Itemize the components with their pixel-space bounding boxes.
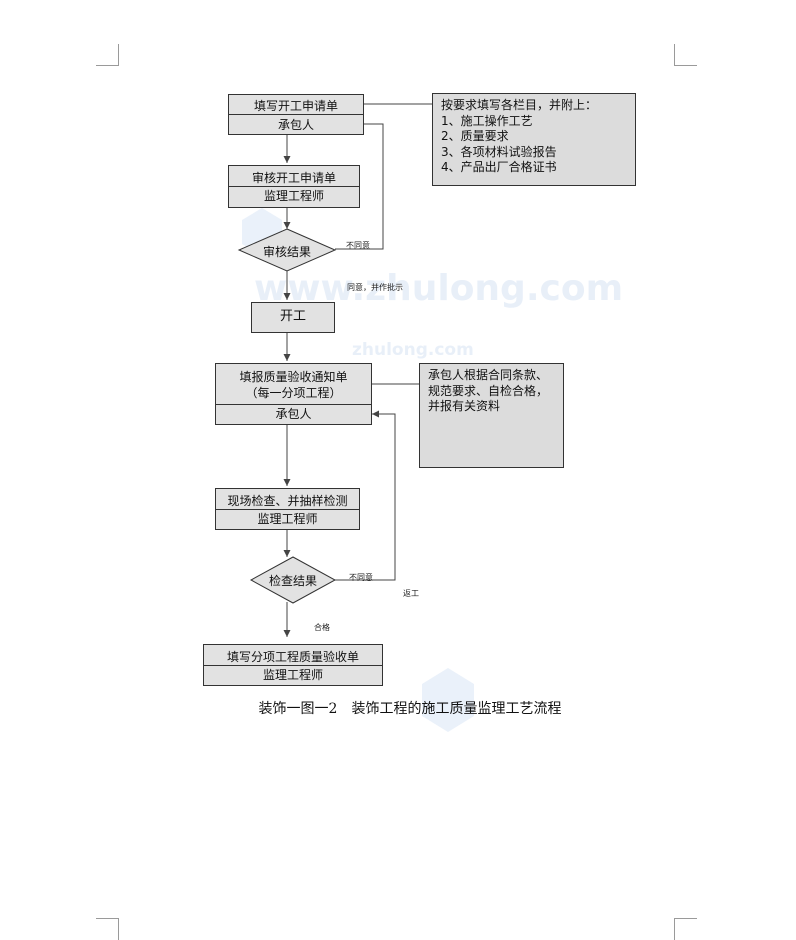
review-role: 监理工程师: [263, 189, 324, 203]
final-title: 填写分项工程质量验收单: [226, 650, 359, 664]
final-box: 填写分项工程质量验收单 监理工程师: [203, 644, 383, 686]
decision-diamond-2: [249, 556, 337, 604]
note-contractor: 承包人根据合同条款、 规范要求、自检合格， 并报有关资料: [419, 363, 564, 468]
note-line: 规范要求、自检合格，: [428, 383, 549, 398]
divider: [216, 509, 359, 510]
agree-label: 同意，并作批示: [347, 283, 403, 292]
start-label: 开工: [279, 309, 306, 324]
crop-mark-bottom-right: [674, 918, 675, 940]
report-subtitle: （每一分项工程）: [245, 386, 342, 400]
note-requirements: 按要求填写各栏目，并附上： 1、施工操作工艺 2、质量要求 3、各项材料试验报告…: [432, 93, 636, 186]
start-box: 开工: [251, 302, 335, 333]
note-line: 承包人根据合同条款、: [428, 368, 549, 382]
report-title: 填报质量验收通知单: [239, 370, 348, 384]
decision-diamond-1: [237, 228, 337, 272]
decision-1-label: 审核结果: [262, 245, 311, 259]
crop-mark-bottom-right-h: [674, 918, 697, 919]
note-line: 4、产品出厂合格证书: [441, 160, 557, 174]
crop-mark-top-left: [118, 44, 119, 66]
crop-mark-top-right-h: [674, 65, 697, 66]
rework-label: 返工: [403, 589, 419, 598]
crop-mark-bottom-left: [118, 918, 119, 940]
apply-role: 承包人: [277, 118, 314, 132]
review-title: 审核开工申请单: [251, 171, 336, 185]
final-role: 监理工程师: [262, 668, 323, 682]
review-box: 审核开工申请单 监理工程师: [228, 165, 360, 208]
inspect-title: 现场检查、并抽样检测: [227, 494, 348, 508]
crop-mark-top-right: [674, 44, 675, 66]
apply-box: 填写开工申请单 承包人: [228, 94, 364, 135]
note-line: 2、质量要求: [441, 129, 509, 143]
report-role: 承包人: [275, 407, 312, 421]
reject-label-1: 不同意: [346, 241, 370, 250]
note-line: 并报有关资料: [428, 399, 501, 413]
inspect-role: 监理工程师: [257, 512, 318, 526]
pass-label: 合格: [314, 623, 330, 632]
divider: [229, 186, 359, 187]
decision-2-label: 检查结果: [268, 574, 317, 588]
crop-mark-bottom-left-h: [96, 918, 119, 919]
figure-caption: 装饰一图一2 装饰工程的施工质量监理工艺流程: [258, 701, 562, 717]
inspect-box: 现场检查、并抽样检测 监理工程师: [215, 488, 360, 530]
watermark-text-small: zhulong.com: [352, 340, 474, 360]
note-line: 3、各项材料试验报告: [441, 144, 557, 159]
divider: [216, 404, 371, 405]
note-line: 1、施工操作工艺: [441, 113, 533, 128]
reject-label-2: 不同意: [349, 573, 373, 582]
divider: [229, 114, 363, 115]
report-box: 填报质量验收通知单 （每一分项工程） 承包人: [215, 363, 372, 425]
divider: [204, 665, 382, 666]
note-line: 按要求填写各栏目，并附上：: [441, 98, 598, 112]
crop-mark-top-left-h: [96, 65, 119, 66]
apply-title: 填写开工申请单: [253, 99, 338, 113]
